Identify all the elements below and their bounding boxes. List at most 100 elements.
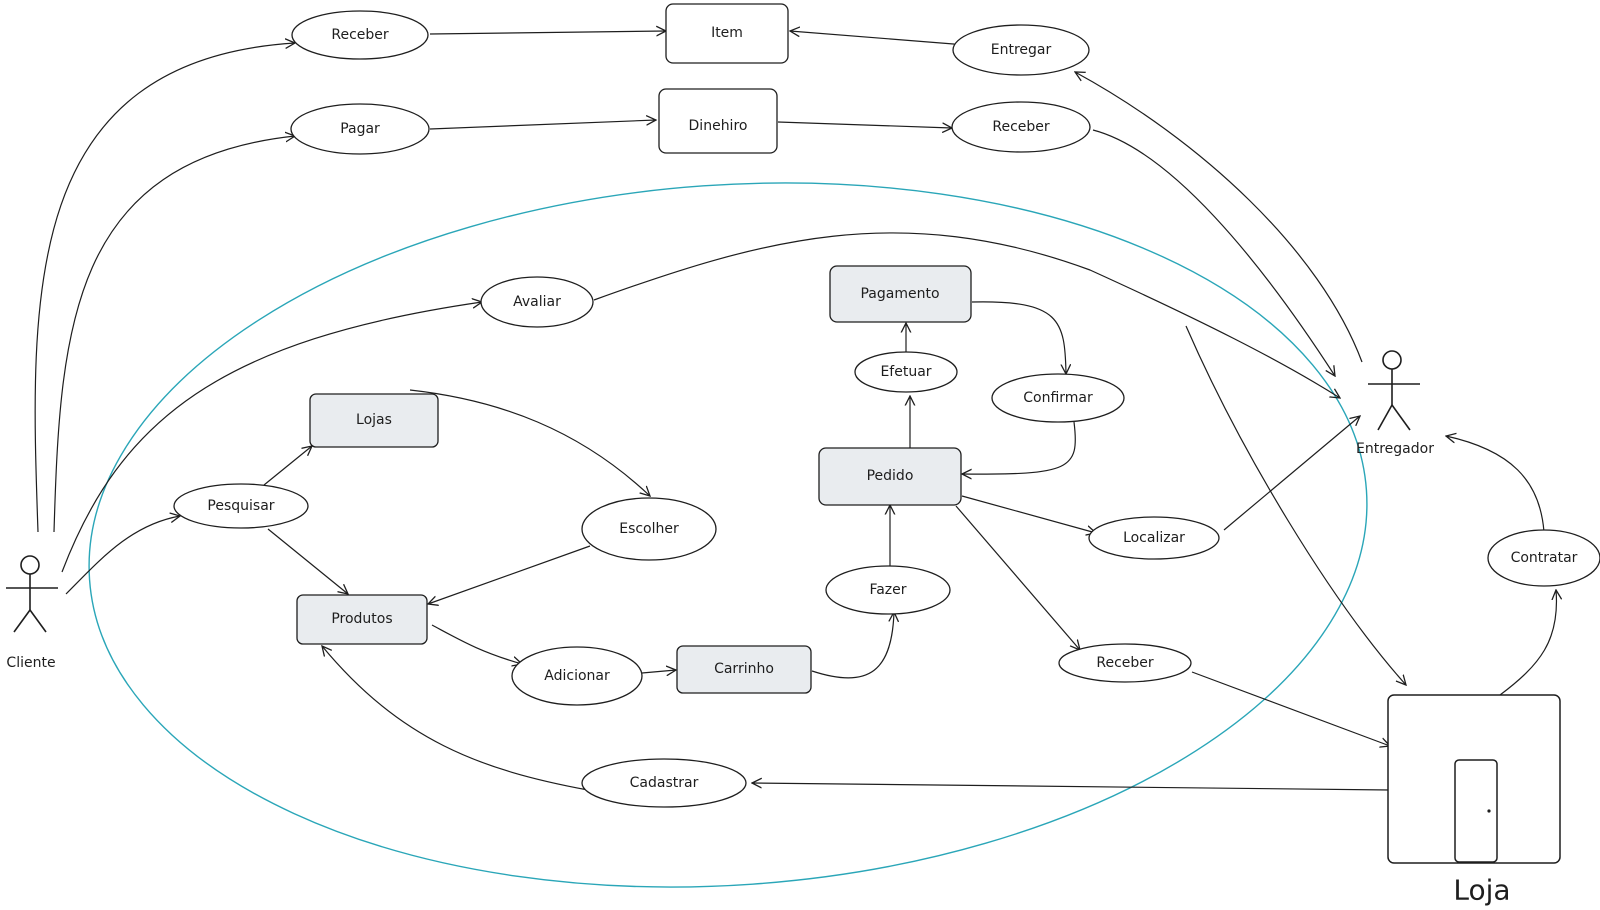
entity-box [818, 447, 962, 506]
edge-receber-loja [1191, 671, 1390, 746]
edge-adicionar-carrinho [641, 670, 676, 673]
entity-carrinho-label: Carrinho [714, 661, 774, 677]
entity-item: Item [665, 3, 789, 64]
use-case-escolher-label: Escolher [619, 521, 679, 537]
use-case-confirmar-label: Confirmar [1023, 390, 1093, 406]
edge-localizar-entregador [1223, 416, 1360, 531]
entity-box [296, 594, 428, 645]
edge-receber-entregador [1092, 129, 1335, 376]
entity-item-label: Item [711, 25, 743, 41]
use-case-oval [1088, 516, 1220, 560]
use-case-pagar: Pagar [290, 103, 430, 155]
edge-carrinho-fazer [811, 612, 894, 679]
entity-lojas-label: Lojas [356, 412, 392, 428]
use-case-avaliar-label: Avaliar [513, 294, 561, 310]
use-case-oval [854, 351, 958, 393]
edge-pedido-receber [955, 505, 1080, 650]
use-case-efetuar: Efetuar [854, 351, 958, 393]
use-case-oval [1058, 643, 1192, 683]
use-case-escolher: Escolher [581, 497, 717, 561]
use-case-oval [951, 101, 1091, 153]
use-case-oval [991, 373, 1125, 423]
use-case-confirmar: Confirmar [991, 373, 1125, 423]
use-case-oval [173, 483, 309, 529]
use-case-oval [581, 497, 717, 561]
edge-cliente-receber-item [34, 43, 295, 533]
entity-dinheiro: Dinehiro [658, 88, 778, 154]
edge-lojas-escolher [409, 389, 650, 496]
entity-box [658, 88, 778, 154]
use-case-receber-pedido-label: Receber [1096, 655, 1154, 671]
entity-lojas: Lojas [309, 393, 439, 448]
entity-produtos: Produtos [296, 594, 428, 645]
edge-pagamento-confirmar [971, 301, 1066, 374]
edge-avaliar-entregador [593, 232, 1340, 398]
use-case-adicionar-label: Adicionar [544, 668, 610, 684]
actor-cliente: Cliente [6, 555, 58, 671]
use-case-pesquisar-label: Pesquisar [207, 498, 274, 514]
actor-entregador-label: Entregador [1356, 441, 1434, 457]
entity-pedido-label: Pedido [867, 468, 914, 484]
entity-box [309, 393, 439, 448]
use-case-cadastrar: Cadastrar [581, 758, 747, 808]
entity-pedido: Pedido [818, 447, 962, 506]
use-case-oval [511, 646, 643, 706]
edge-contratar-entregador [1446, 436, 1545, 533]
actor-entregador: Entregador [1356, 350, 1434, 457]
edge-pesquisar-produtos [267, 528, 348, 594]
use-case-cadastrar-label: Cadastrar [630, 775, 699, 791]
edge-loja-cadastrar [752, 783, 1391, 791]
edge-entregador-entregar [1075, 72, 1363, 363]
entity-dinheiro-label: Dinehiro [689, 118, 748, 134]
entity-pagamento-label: Pagamento [860, 286, 939, 302]
edges [34, 31, 1557, 791]
use-case-pagar-label: Pagar [340, 121, 380, 137]
store-building-icon [1387, 694, 1561, 864]
edge-receber-item [429, 31, 666, 34]
edge-pesquisar-lojas [263, 446, 312, 486]
use-case-localizar-label: Localizar [1123, 530, 1185, 546]
use-case-fazer-label: Fazer [869, 582, 906, 598]
use-case-entregar: Entregar [952, 24, 1090, 76]
use-case-contratar: Contratar [1487, 529, 1600, 587]
edge-pedido-localizar [961, 495, 1096, 533]
edge-avaliar-loja [1185, 325, 1406, 685]
use-case-oval [581, 758, 747, 808]
edge-cadastrar-produtos [322, 646, 589, 791]
edge-cliente-pesquisar [65, 516, 180, 595]
use-case-oval [952, 24, 1090, 76]
entity-pagamento: Pagamento [829, 265, 972, 323]
edge-cliente-avaliar [61, 302, 482, 573]
edge-entregar-item [790, 31, 967, 46]
stick-figure-icon [1368, 350, 1420, 431]
system-boundary [88, 182, 1368, 888]
use-case-pesquisar: Pesquisar [173, 483, 309, 529]
stick-figure-icon [6, 555, 58, 633]
use-case-receber-item: Receber [291, 10, 429, 60]
use-case-receber-item-label: Receber [331, 27, 389, 43]
edge-cliente-pagar [53, 136, 295, 533]
use-case-oval [290, 103, 430, 155]
use-case-oval [291, 10, 429, 60]
use-case-oval [825, 565, 951, 615]
store-loja: Loja [1387, 694, 1561, 907]
entity-produtos-label: Produtos [331, 611, 392, 627]
actor-cliente-label: Cliente [6, 655, 55, 671]
edge-loja-contratar [1499, 590, 1557, 696]
edge-confirmar-pedido [962, 421, 1076, 474]
edge-produtos-adicionar [431, 624, 522, 664]
entity-carrinho: Carrinho [676, 645, 812, 694]
entity-box [665, 3, 789, 64]
use-case-oval [1487, 529, 1600, 587]
entity-box [676, 645, 812, 694]
use-case-fazer: Fazer [825, 565, 951, 615]
use-case-oval [480, 276, 594, 328]
store-loja-label: Loja [1453, 874, 1510, 907]
use-case-contratar-label: Contratar [1511, 550, 1578, 566]
entity-box [829, 265, 972, 323]
use-case-avaliar: Avaliar [480, 276, 594, 328]
use-case-receber-dinheiro-label: Receber [992, 119, 1050, 135]
use-case-efetuar-label: Efetuar [880, 364, 931, 380]
use-case-localizar: Localizar [1088, 516, 1220, 560]
